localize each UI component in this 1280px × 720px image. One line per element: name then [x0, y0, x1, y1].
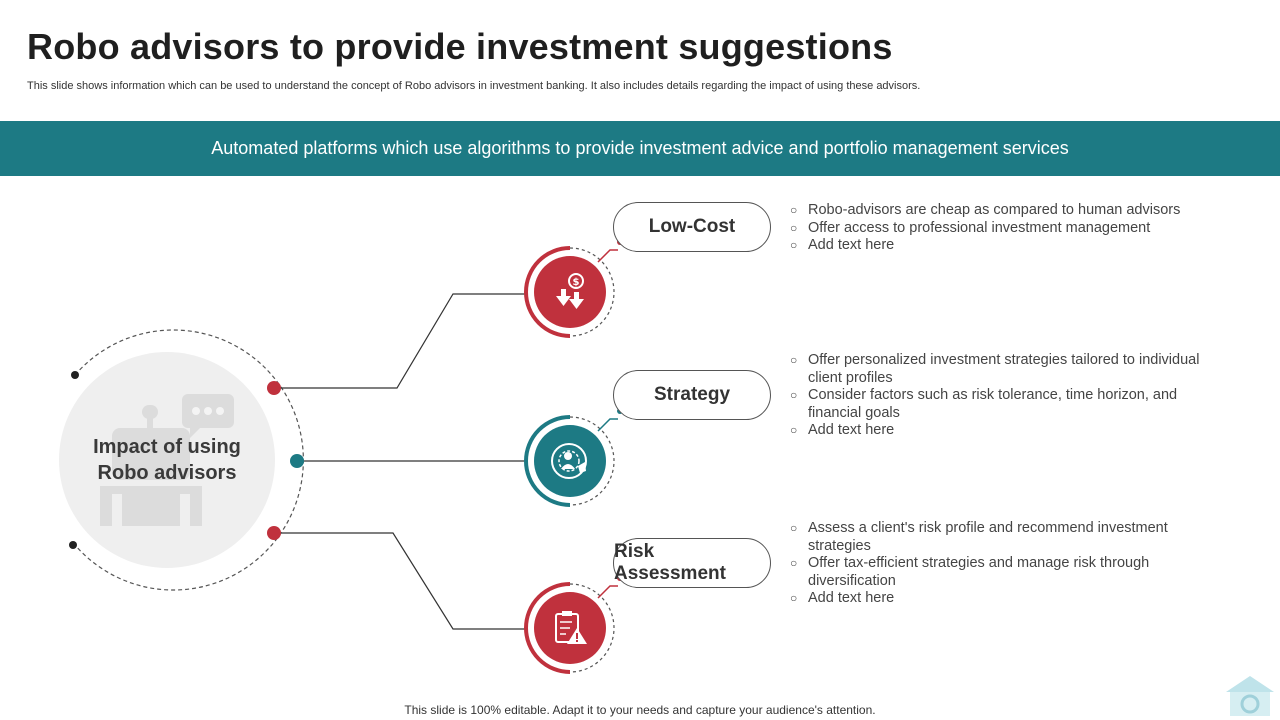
definition-banner: Automated platforms which use algorithms…	[0, 121, 1280, 176]
bullet-item: ○Offer access to professional investment…	[790, 219, 1151, 236]
bullets-strategy: ○Offer personalized investment strategie…	[790, 352, 1210, 440]
connector-dot-strategy	[290, 454, 304, 468]
connector-dot-low-cost	[267, 381, 281, 395]
connector-risk	[274, 532, 527, 630]
bullets-risk-assessment: ○Assess a client's risk profile and reco…	[790, 520, 1210, 608]
bullets-low-cost: ○Robo-advisors are cheap as compared to …	[790, 202, 1210, 255]
pill-risk-assessment: Risk Assessment	[613, 538, 771, 588]
node-strategy	[524, 408, 623, 507]
connector-dot-risk	[267, 526, 281, 540]
orbit-end-dot-bottom	[69, 541, 77, 549]
node-risk-assessment	[524, 575, 623, 674]
pill-strategy: Strategy	[613, 370, 771, 420]
bullet-item: ○Add text here	[790, 237, 895, 253]
target-person-icon	[551, 443, 587, 479]
page-subtitle: This slide shows information which can b…	[27, 80, 921, 92]
bullet-item: ○Add text here	[790, 422, 895, 438]
page-title: Robo advisors to provide investment sugg…	[27, 26, 893, 67]
bullet-item: ○Consider factors such as risk tolerance…	[790, 387, 1178, 421]
svg-text:$: $	[573, 277, 580, 288]
bullet-item: ○Assess a client's risk profile and reco…	[790, 520, 1168, 554]
robot-chat-icon	[100, 394, 234, 526]
bullet-item: ○Add text here	[790, 590, 895, 606]
node-low-cost: $	[524, 239, 623, 338]
orbit-end-dot-top	[71, 371, 79, 379]
center-label: Impact of using Robo advisors	[93, 436, 241, 484]
banner-text: Automated platforms which use algorithms…	[211, 138, 1069, 158]
clipboard-warning-icon	[555, 611, 587, 644]
footer-note: This slide is 100% editable. Adapt it to…	[404, 703, 876, 717]
connector-low-cost	[274, 293, 527, 389]
bullet-item: ○Offer tax-efficient strategies and mana…	[790, 555, 1150, 589]
bullet-item: ○Robo-advisors are cheap as compared to …	[790, 202, 1181, 218]
pill-low-cost: Low-Cost	[613, 202, 771, 252]
bullet-item: ○Offer personalized investment strategie…	[790, 352, 1200, 386]
money-down-arrows-icon: $	[556, 273, 584, 309]
home-logo-icon	[1226, 676, 1274, 716]
